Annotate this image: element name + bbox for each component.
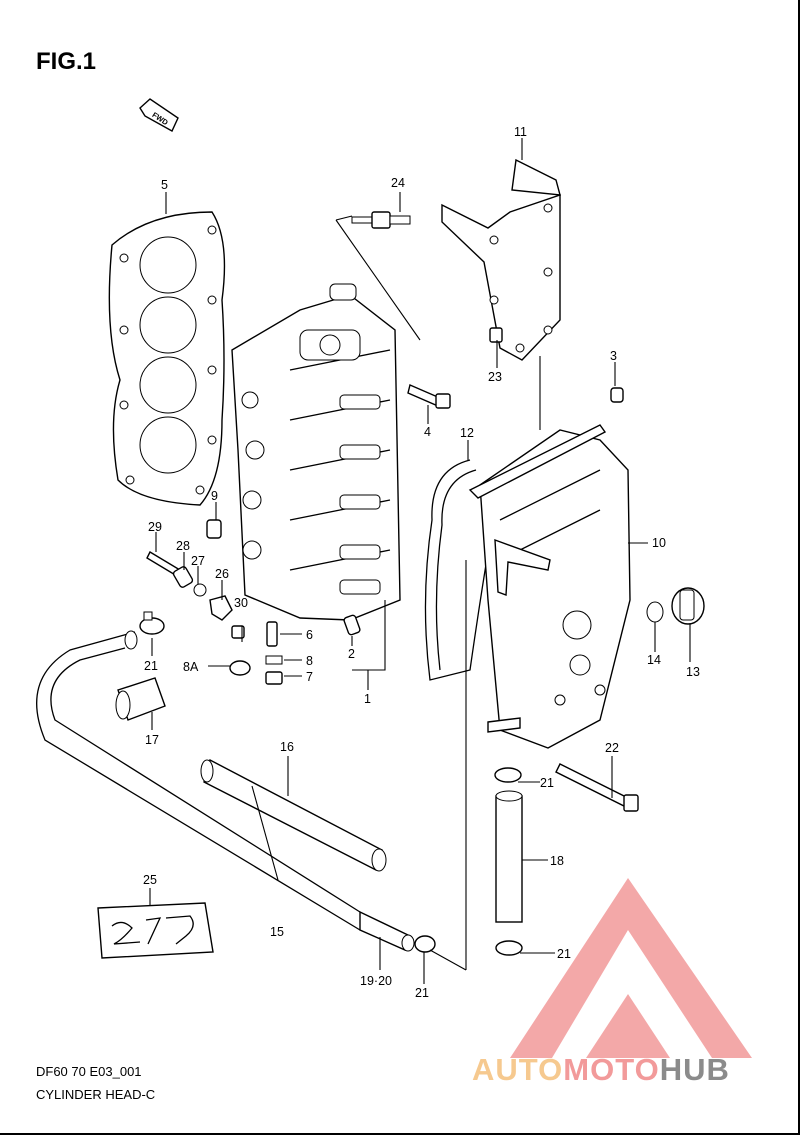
callout-18: 18: [550, 854, 564, 868]
hose-clamp-a: [139, 611, 165, 635]
long-bolt: [555, 763, 639, 812]
callout-11: 11: [514, 125, 527, 139]
callout-27: 27: [191, 554, 205, 568]
callout-21-d: 21: [557, 947, 571, 961]
cylinder-head-cover: [468, 424, 631, 749]
head-dowel-pin: [343, 614, 361, 636]
callout-9: 9: [211, 489, 218, 503]
callout-8: 8: [306, 654, 313, 668]
hose-clamp-c: [414, 935, 436, 953]
callout-6: 6: [306, 628, 313, 642]
hose-18: [495, 790, 523, 923]
bracket-bolt: [489, 327, 503, 343]
callout-21-c: 21: [415, 986, 429, 1000]
oil-filler-cap: [671, 587, 705, 625]
mounting-bracket: [441, 158, 561, 361]
forward-direction-arrow-icon: FWD: [139, 98, 179, 132]
callout-1: 1: [364, 692, 371, 706]
cylinder-head: [231, 283, 401, 621]
callout-22: 22: [605, 741, 619, 755]
watermark-part-3: HUB: [659, 1052, 730, 1087]
fitting-bolt: [231, 625, 245, 639]
callout-4: 4: [424, 425, 431, 439]
decal-label: [97, 902, 214, 959]
callout-21-a: 21: [144, 659, 158, 673]
nut: [265, 671, 283, 685]
callout-25: 25: [143, 873, 157, 887]
callout-7: 7: [306, 670, 313, 684]
diagram-name: CYLINDER HEAD-C: [36, 1087, 156, 1102]
callout-28: 28: [176, 539, 190, 553]
dowel-pin: [206, 519, 222, 539]
hose-clamp-d: [495, 940, 523, 956]
callout-23: 23: [488, 370, 502, 384]
collar-sleeve: [172, 566, 194, 588]
watermark-logo-icon: [510, 878, 752, 1058]
callout-29: 29: [148, 520, 162, 534]
stud-bolt: [266, 621, 278, 647]
plug-cap: [610, 387, 624, 403]
watermark-part-2: MOTO: [563, 1052, 660, 1087]
callout-24: 24: [391, 176, 405, 190]
callout-26: 26: [215, 567, 229, 581]
watermark-part-1: AUTO: [472, 1052, 564, 1087]
figure-title: FIG.1: [36, 48, 97, 75]
washer: [265, 655, 283, 665]
watermark-text: AUTOMOTOHUB: [472, 1052, 730, 1088]
cylinder-head-gasket: [108, 211, 226, 506]
callout-8a: 8A: [183, 660, 199, 674]
callout-21-b: 21: [540, 776, 554, 790]
o-ring: [646, 601, 664, 623]
callout-14: 14: [647, 653, 661, 667]
callout-10: 10: [652, 536, 666, 550]
callout-5: 5: [161, 178, 168, 192]
callout-3: 3: [610, 349, 617, 363]
fitting-elbow: [209, 595, 233, 621]
water-hose: [36, 630, 415, 952]
callout-17: 17: [145, 733, 159, 747]
callout-16: 16: [280, 740, 294, 754]
callout-15: 15: [270, 925, 284, 939]
callout-13: 13: [686, 665, 700, 679]
spark-plug: [351, 211, 411, 229]
callout-12: 12: [460, 426, 474, 440]
cover-bolt: [407, 384, 451, 409]
hose-16: [200, 758, 387, 872]
diagram-code: DF60 70 E03_001: [36, 1064, 142, 1079]
flange-nut: [229, 660, 251, 676]
callout-19-20: 19·20: [360, 974, 392, 988]
washer-ring: [193, 583, 207, 597]
leader-lines: [149, 138, 691, 984]
callout-30: 30: [234, 596, 248, 610]
hose-clamp-b: [494, 767, 522, 783]
hose-17: [115, 677, 166, 721]
callout-2: 2: [348, 647, 355, 661]
